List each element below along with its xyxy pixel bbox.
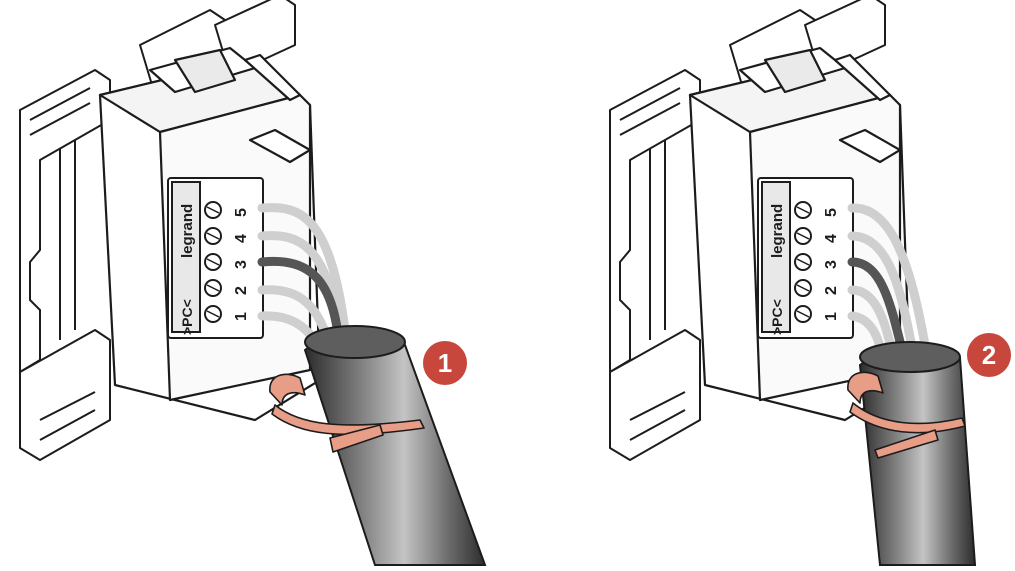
terminal-number-4: 4 [823, 234, 840, 243]
terminal-number-2: 2 [823, 286, 840, 295]
pc-marking: >PC< [769, 299, 785, 335]
cable-tie [269, 373, 425, 453]
terminal-number-1: 1 [233, 312, 250, 321]
terminal-number-1: 1 [823, 312, 840, 321]
cable-tie [847, 371, 966, 459]
cable [858, 341, 977, 566]
cable [303, 325, 487, 566]
terminal-block [757, 177, 854, 339]
terminal-number-5: 5 [823, 208, 840, 217]
pc-marking: >PC< [179, 299, 195, 335]
wire-5 [847, 203, 930, 350]
brand-label: legrand [179, 204, 196, 258]
terminal-block [167, 177, 264, 339]
terminal-number-5: 5 [233, 208, 250, 217]
wires [257, 203, 350, 350]
terminal-number-2: 2 [233, 286, 250, 295]
step-badge-1: 1 [423, 341, 467, 385]
step-badge-2: 2 [967, 333, 1011, 377]
brand-label: legrand [769, 204, 786, 258]
wire-5 [257, 203, 350, 335]
mounting-frame [19, 0, 296, 461]
wire-3 [257, 256, 343, 340]
terminal-number-3: 3 [823, 260, 840, 269]
wire-4 [847, 231, 917, 353]
terminal-number-3: 3 [233, 260, 250, 269]
module-illustration-1: 5 4 3 2 1 legrand >PC< [19, 0, 487, 566]
module-illustration-2: 5 4 3 2 1 legrand >PC< [609, 0, 977, 566]
terminal-number-4: 4 [233, 234, 250, 243]
wire-3 [847, 257, 907, 355]
